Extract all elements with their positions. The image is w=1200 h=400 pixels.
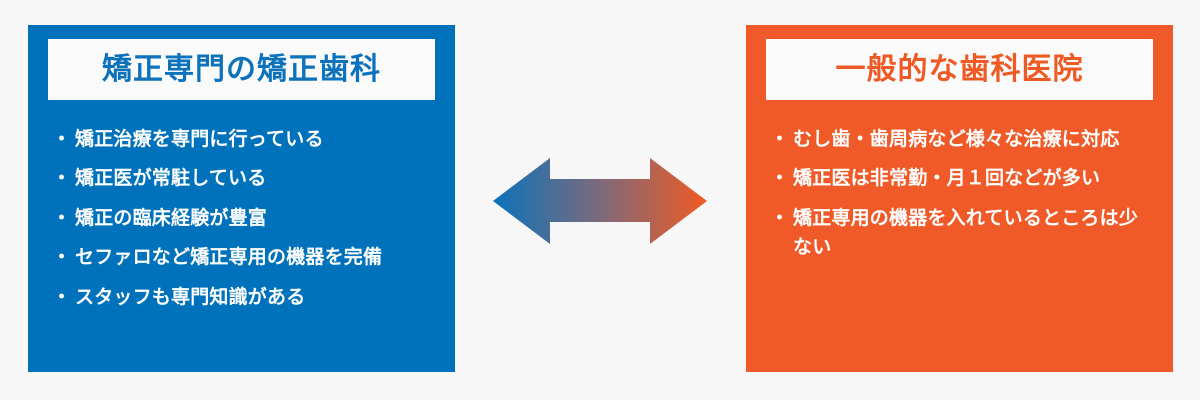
left-panel-title: 矯正専門の矯正歯科 [102, 52, 381, 86]
list-item: スタッフも専門知識がある [52, 283, 435, 313]
right-panel-title: 一般的な歯科医院 [835, 52, 1084, 86]
right-panel-header: 一般的な歯科医院 [766, 39, 1153, 100]
list-item: 矯正治療を専門に行っている [52, 125, 435, 155]
double-arrow-icon [493, 158, 707, 244]
list-item: 矯正専用の機器を入れているところは少ない [770, 204, 1153, 263]
double-headed-arrow-svg [493, 158, 707, 244]
left-comparison-panel: 矯正専門の矯正歯科 矯正治療を専門に行っている 矯正医が常駐している 矯正の臨床… [28, 25, 455, 372]
left-panel-header: 矯正専門の矯正歯科 [48, 39, 435, 100]
list-item: 矯正の臨床経験が豊富 [52, 204, 435, 234]
left-panel-feature-list: 矯正治療を専門に行っている 矯正医が常駐している 矯正の臨床経験が豊富 セファロ… [48, 100, 435, 313]
list-item: セファロなど矯正専用の機器を完備 [52, 243, 435, 273]
right-comparison-panel: 一般的な歯科医院 むし歯・歯周病など様々な治療に対応 矯正医は非常勤・月１回など… [746, 25, 1173, 372]
list-item: むし歯・歯周病など様々な治療に対応 [770, 125, 1153, 155]
list-item: 矯正医が常駐している [52, 164, 435, 194]
list-item: 矯正医は非常勤・月１回などが多い [770, 164, 1153, 194]
right-panel-feature-list: むし歯・歯周病など様々な治療に対応 矯正医は非常勤・月１回などが多い 矯正専用の… [766, 100, 1153, 263]
